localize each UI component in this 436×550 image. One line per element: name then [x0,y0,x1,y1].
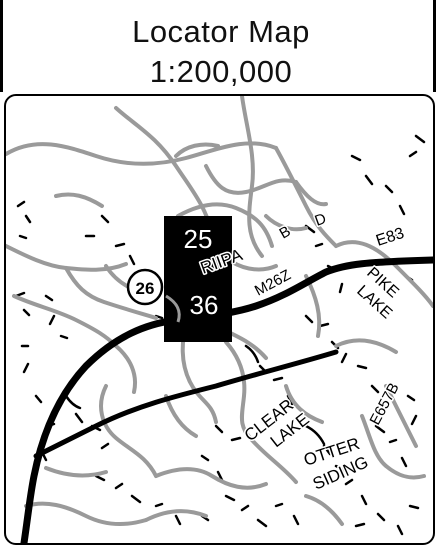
section-block: 25 36 [164,216,232,342]
section-36-label: 36 [190,290,219,320]
road-label-b: B [277,223,294,243]
route-shield-number: 26 [136,279,155,298]
road-label-e83: E83 [374,225,406,250]
road-label-d: D [313,210,329,230]
map-scale: 1:200,000 [149,54,293,89]
section-25-label: 25 [184,224,213,254]
map-title: Locator Map [132,14,310,49]
map-view[interactable]: 25 36 26 B D E83 M26Z E657B RIIPA PIKE L… [4,94,435,545]
title-block: Locator Map 1:200,000 [0,0,436,92]
map-canvas[interactable]: 25 36 26 B D E83 M26Z E657B RIIPA PIKE L… [6,96,433,543]
route-shield-icon: 26 [126,268,164,306]
